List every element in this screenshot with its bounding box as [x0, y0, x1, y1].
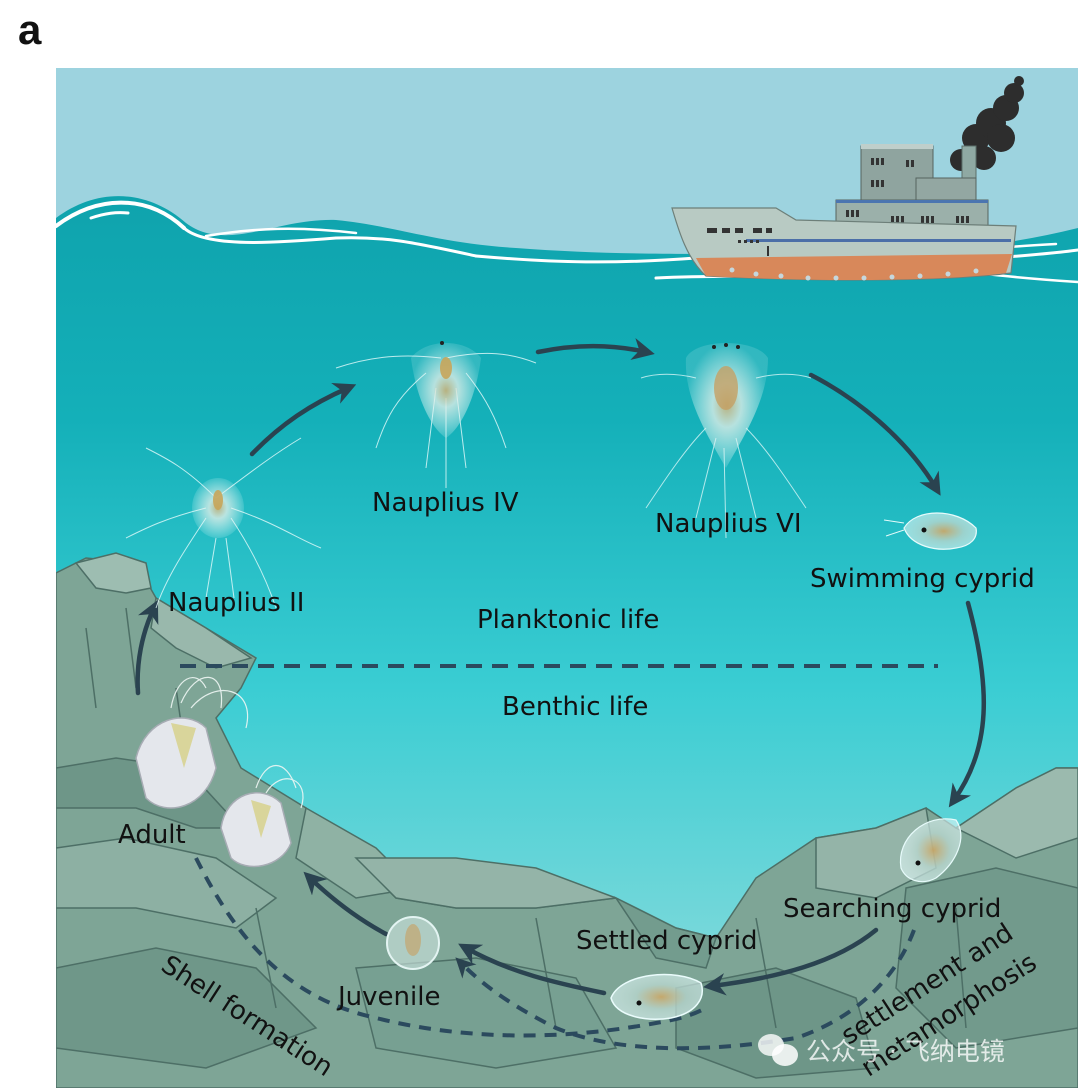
settled-cyprid-larva: [610, 973, 703, 1020]
arrow-swimming-to-searching: [948, 600, 987, 808]
swimming-cyprid-larva: [883, 512, 977, 550]
smoke: [950, 76, 1024, 171]
stage-label-adult: Adult: [118, 820, 186, 850]
stage-label-nauplius-vi: Nauplius VI: [655, 509, 802, 539]
arrow-searching-to-settled: [703, 927, 879, 996]
nauplius-iv-larva: [335, 341, 537, 488]
zone-label-planktonic: Planktonic life: [477, 605, 660, 635]
shell-formation-path: [194, 857, 707, 1038]
ship: [671, 76, 1024, 281]
panel-letter: a: [18, 6, 42, 53]
watermark: 公众号 · 飞纳电镜: [758, 1032, 1005, 1068]
zone-label-benthic: Benthic life: [502, 692, 649, 722]
adult-barnacles: [135, 676, 304, 868]
arrow-nauplius-vi-to-swimming: [808, 372, 941, 496]
arrow-nauplius-iv-to-vi: [535, 338, 655, 360]
nauplius-ii-larva: [125, 437, 322, 609]
arrow-juvenile-to-adult: [303, 871, 389, 937]
life-cycle-illustration: Nauplius II Nauplius IV Nauplius VI Swim…: [56, 68, 1078, 1088]
stage-label-nauplius-ii: Nauplius II: [168, 588, 305, 618]
stage-label-juvenile: Juvenile: [338, 982, 441, 1012]
process-dashed-lines: [194, 857, 916, 1051]
watermark-text: 公众号 · 飞纳电镜: [806, 1037, 1005, 1066]
scene-artwork: [56, 68, 1078, 1088]
searching-cyprid-larva: [899, 818, 962, 883]
nauplius-vi-larva: [640, 343, 812, 539]
stage-label-settled-cyprid: Settled cyprid: [576, 926, 758, 956]
stage-label-nauplius-iv: Nauplius IV: [372, 488, 519, 518]
stage-label-swimming-cyprid: Swimming cyprid: [810, 564, 1035, 594]
settlement-path: [455, 929, 916, 1051]
cycle-arrows: [135, 338, 987, 996]
wechat-icon: [758, 1034, 798, 1066]
juvenile-barnacle: [386, 916, 440, 970]
seafloor-rocks: [56, 552, 1078, 1088]
arrow-nauplius-ii-to-iv: [249, 383, 357, 457]
arrow-settled-to-juvenile: [458, 943, 607, 996]
stage-label-searching-cyprid: Searching cyprid: [783, 894, 1002, 924]
arrow-adult-to-nauplius-ii: [135, 599, 159, 696]
